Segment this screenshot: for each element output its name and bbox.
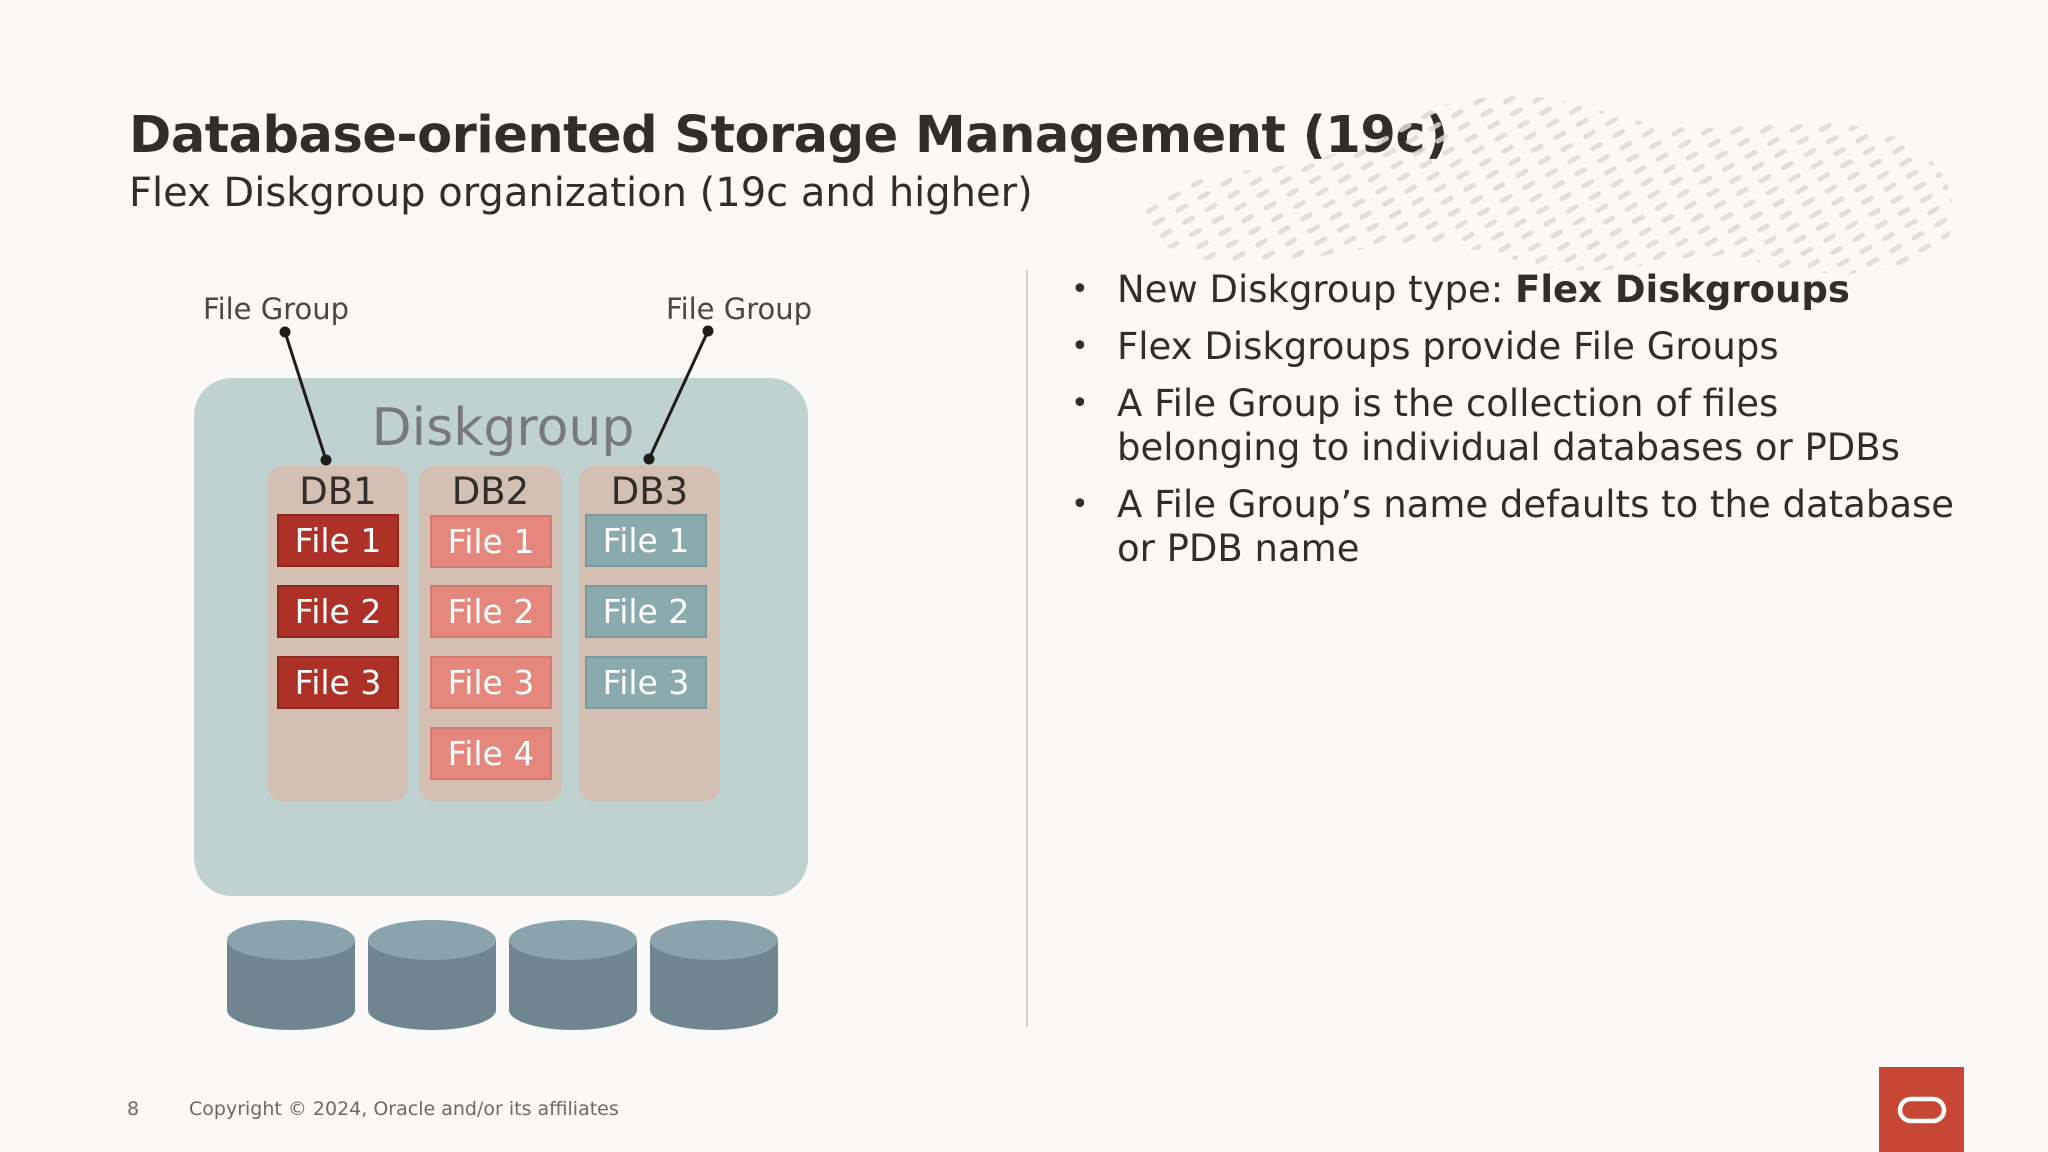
db3-file-3: File 3 [585, 656, 707, 709]
decorative-texture [1144, 95, 1953, 274]
bullet-dot-icon: • [1071, 386, 1089, 421]
oracle-logo-ring-icon [1897, 1096, 1946, 1123]
bullet-item: • A File Group is the collection of file… [1071, 382, 1900, 469]
db2-file-1: File 1 [430, 515, 552, 568]
bullet-item: • Flex Diskgroups provide File Groups [1071, 325, 1779, 368]
bullet-dot-icon: • [1071, 487, 1089, 522]
bullet-list: • New Diskgroup type: Flex Diskgroups • … [1067, 268, 1967, 584]
db1-file-2: File 2 [277, 585, 399, 638]
db2-file-3: File 3 [430, 656, 552, 709]
file-group-label-right: File Group [666, 292, 813, 326]
bullet-item: • New Diskgroup type: Flex Diskgroups [1071, 268, 1850, 311]
oracle-logo-icon [1879, 1067, 1964, 1152]
disk-cylinder-icon [509, 920, 637, 1030]
db3-file-1: File 1 [585, 514, 707, 567]
database-name: DB3 [610, 470, 689, 513]
file-group-label-left: File Group [203, 292, 350, 326]
bullet-dot-icon: • [1071, 329, 1089, 364]
database-name: DB2 [451, 470, 530, 513]
bullet-dot-icon: • [1071, 272, 1089, 307]
db1-file-3: File 3 [277, 656, 399, 709]
disk-cylinder-icon [368, 920, 496, 1030]
db3-file-2: File 2 [585, 585, 707, 638]
db2-file-4: File 4 [430, 727, 552, 780]
diskgroup-label: Diskgroup [371, 398, 635, 458]
slide-subtitle: Flex Diskgroup organization (19c and hig… [129, 170, 1033, 216]
disk-cylinder-icon [227, 920, 355, 1030]
bold-term: Flex Diskgroups [1515, 268, 1850, 311]
vertical-divider [1026, 270, 1028, 1027]
slide-title: Database-oriented Storage Management (19… [129, 106, 1448, 165]
db1-file-1: File 1 [277, 514, 399, 567]
db2-file-2: File 2 [430, 585, 552, 638]
bullet-item: • A File Group’s name defaults to the da… [1071, 483, 1955, 570]
page-number: 8 [127, 1098, 140, 1120]
database-name: DB1 [299, 470, 377, 513]
disk-cylinder-icon [650, 920, 778, 1030]
copyright-text: Copyright © 2024, Oracle and/or its affi… [189, 1098, 619, 1120]
